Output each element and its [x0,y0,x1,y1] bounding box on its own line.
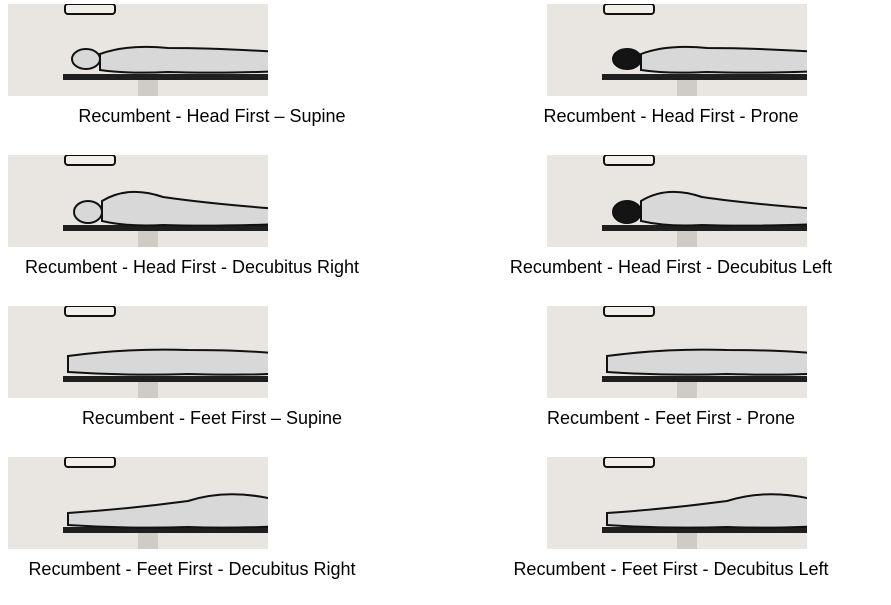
patient-body [641,192,807,226]
table-base [138,231,158,247]
table-base [138,80,158,96]
gantry-marker [604,155,654,165]
patient-position-drawing [547,457,807,549]
gantry-marker [65,4,115,14]
patient-position-drawing [547,306,807,398]
patient-body [68,494,268,527]
table-base [677,231,697,247]
patient-illustration [8,306,268,398]
table-base [677,382,697,398]
patient-head [74,201,102,223]
table-top [602,74,807,80]
position-caption: Recumbent - Head First - Decubitus Right [2,257,382,278]
position-caption: Recumbent - Head First – Supine [2,106,422,127]
patient-head [72,49,100,69]
patient-head [613,49,641,69]
patient-illustration [8,155,268,247]
table-top [602,376,807,382]
patient-position-drawing [8,4,268,96]
patient-body [102,192,268,226]
patient-illustration [547,306,807,398]
gantry-marker [65,457,115,467]
position-caption: Recumbent - Feet First - Decubitus Right [2,559,382,580]
position-caption: Recumbent - Feet First - Decubitus Left [461,559,881,580]
gantry-marker [604,457,654,467]
patient-illustration [547,155,807,247]
table-base [677,533,697,549]
gantry-marker [65,306,115,316]
patient-illustration [8,457,268,549]
patient-body [607,350,807,375]
patient-position-drawing [8,306,268,398]
position-caption: Recumbent - Feet First - Prone [461,408,881,429]
patient-illustration [547,4,807,96]
patient-illustration [8,4,268,96]
gantry-marker [604,306,654,316]
patient-body [68,350,268,375]
patient-body [100,47,268,73]
position-caption: Recumbent - Feet First – Supine [2,408,422,429]
patient-head [613,201,641,223]
patient-position-drawing [547,4,807,96]
gantry-marker [604,4,654,14]
position-caption: Recumbent - Head First - Prone [461,106,881,127]
patient-position-drawing [8,155,268,247]
patient-illustration [547,457,807,549]
patient-position-drawing [8,457,268,549]
patient-body [607,494,807,527]
gantry-marker [65,155,115,165]
patient-position-drawing [547,155,807,247]
table-base [138,382,158,398]
table-base [677,80,697,96]
table-top [63,376,268,382]
table-base [138,533,158,549]
patient-body [641,47,807,73]
position-caption: Recumbent - Head First - Decubitus Left [461,257,881,278]
table-top [63,74,268,80]
